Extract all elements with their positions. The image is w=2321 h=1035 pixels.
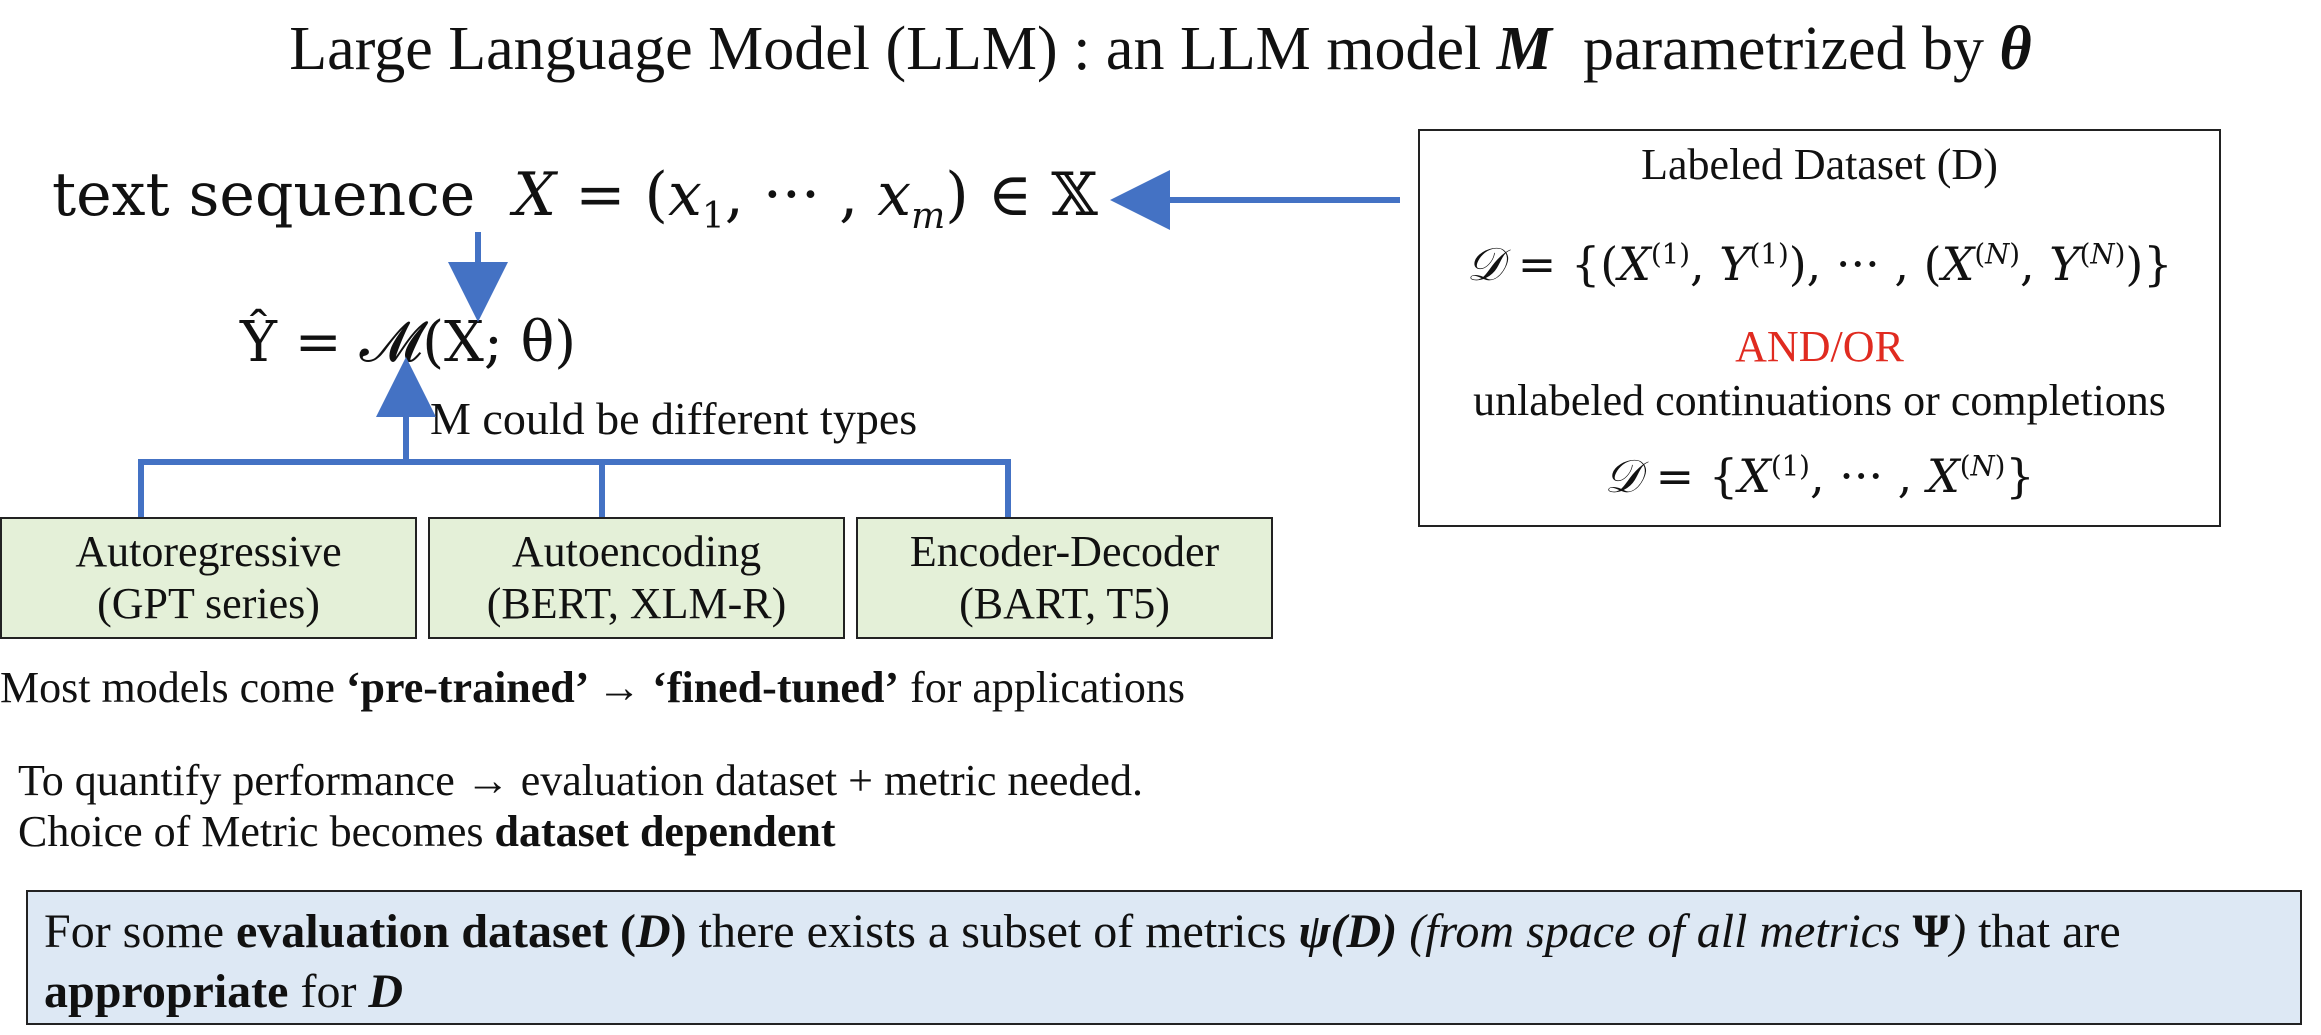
model-box-encoder-decoder: Encoder-Decoder (BART, T5)	[856, 517, 1273, 639]
labeled-dataset-formula: 𝒟 = {(X(1), Y(1)), ··· , (X(N), Y(N))}	[1466, 237, 2173, 291]
summary-bold: Ψ	[1912, 905, 1951, 958]
summary-bold-italic: D	[368, 965, 404, 1018]
text-sequence-label: text sequence	[52, 160, 476, 230]
summary-text: that are	[1966, 905, 2121, 958]
model-types-tree	[138, 459, 1011, 517]
note-text: for applications	[899, 663, 1185, 712]
dataset-title: Labeled Dataset (D)	[1641, 140, 1998, 189]
title-middle: parametrized by	[1551, 15, 2000, 83]
note-text: To quantify performance	[18, 756, 466, 805]
summary-box: For some evaluation dataset (D) there ex…	[26, 890, 2302, 1025]
note-text: Most models come	[0, 663, 346, 712]
summary-bold-italic: D	[635, 905, 671, 958]
note-arrow: →	[586, 663, 653, 712]
title-model-symbol: M	[1496, 15, 1552, 83]
note-text: Choice of Metric becomes	[18, 807, 495, 856]
summary-bold-italic: ψ(D)	[1298, 905, 1398, 958]
note-bold: dataset dependent	[494, 807, 836, 856]
performance-note: To quantify performance → evaluation dat…	[18, 755, 1143, 806]
summary-bold: evaluation dataset (	[236, 905, 636, 958]
summary-text: there exists a subset of metrics	[686, 905, 1299, 958]
note-bold: ‘fined-tuned’	[652, 663, 900, 712]
unlabeled-label: unlabeled continuations or completions	[1473, 376, 2166, 425]
model-name: Autoencoding	[511, 527, 762, 576]
model-example: (BERT, XLM-R)	[486, 579, 787, 628]
summary-text: For some	[44, 905, 236, 958]
summary-italic: )	[1950, 905, 1967, 958]
m-types-label: M could be different types	[430, 393, 918, 444]
note-arrow: →	[465, 756, 510, 805]
slide-title: Large Language Model (LLM) : an LLM mode…	[0, 14, 2321, 85]
summary-italic: (from space of all metrics	[1397, 905, 1913, 958]
pretrained-note: Most models come ‘pre-trained’ → ‘fined-…	[0, 662, 1185, 713]
note-bold: ‘pre-trained’	[345, 663, 587, 712]
model-name: Autoregressive	[75, 527, 342, 576]
summary-bold: appropriate	[44, 965, 289, 1018]
model-example: (GPT series)	[97, 579, 320, 628]
dataset-box: Labeled Dataset (D) 𝒟 = {(X(1), Y(1)), ·…	[1418, 129, 2221, 527]
title-param-symbol: θ	[1999, 15, 2032, 83]
text-sequence-equation: text sequence X = (x1, ··· , xm) ∈ 𝕏	[52, 160, 1098, 237]
model-box-autoencoding: Autoencoding (BERT, XLM-R)	[428, 517, 845, 639]
title-prefix: Large Language Model (LLM) : an LLM mode…	[289, 15, 1497, 83]
model-example: (BART, T5)	[959, 579, 1170, 628]
summary-text: for	[288, 965, 369, 1018]
unlabeled-dataset-formula: 𝒟 = {X(1), ··· , X(N)}	[1604, 449, 2035, 503]
metric-choice-note: Choice of Metric becomes dataset depende…	[18, 806, 836, 857]
model-box-autoregressive: Autoregressive (GPT series)	[0, 517, 417, 639]
model-name: Encoder-Decoder	[909, 527, 1220, 576]
text-sequence-body: X	[513, 160, 557, 230]
summary-bold: )	[670, 905, 687, 958]
and-or-label: AND/OR	[1735, 322, 1904, 371]
note-text: evaluation dataset + metric needed.	[509, 756, 1143, 805]
